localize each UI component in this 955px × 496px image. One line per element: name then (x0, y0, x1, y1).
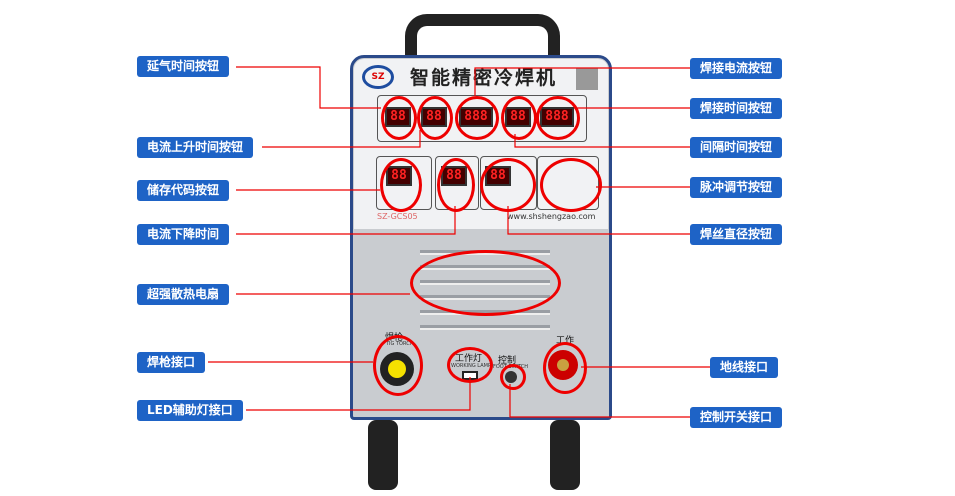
callout-ring (536, 96, 580, 140)
label-weld-time-button: 焊接时间按钮 (690, 98, 783, 119)
label-interval-time-button: 间隔时间按钮 (690, 137, 783, 158)
work-label: 工作 (556, 336, 575, 346)
callout-ring (540, 158, 602, 212)
logo: SZ (362, 65, 394, 89)
label-current-rise-button: 电流上升时间按钮 (137, 137, 254, 158)
callout-ring (543, 342, 587, 394)
label-gas-delay-button: 延气时间按钮 (137, 56, 230, 77)
callout-ring (410, 250, 561, 316)
callout-ring (381, 96, 417, 140)
label-ground-port: 地线接口 (710, 357, 779, 378)
label-torch-port: 焊枪接口 (137, 352, 206, 373)
handle (405, 14, 560, 64)
qr-code (576, 68, 598, 90)
machine-title: 智能精密冷焊机 (410, 67, 558, 89)
label-store-code-button: 储存代码按钮 (137, 180, 230, 201)
callout-ring (417, 96, 453, 140)
label-pulse-button: 脉冲调节按钮 (690, 177, 783, 198)
callout-ring (373, 335, 423, 396)
label-weld-current-button: 焊接电流按钮 (690, 58, 783, 79)
callout-ring (501, 96, 537, 140)
label-led-lamp-port: LED辅助灯接口 (137, 400, 243, 421)
wheel-right (550, 420, 580, 490)
callout-ring (380, 158, 422, 212)
callout-ring (455, 96, 499, 140)
wheel-left (368, 420, 398, 490)
callout-ring (500, 364, 526, 390)
callout-ring (437, 158, 475, 212)
panel-top (377, 95, 587, 142)
model-label: SZ-GCS05 (377, 212, 418, 221)
label-wire-diameter-button: 焊丝直径按钮 (690, 224, 783, 245)
label-current-fall-time: 电流下降时间 (137, 224, 230, 245)
label-cooling-fan: 超强散热电扇 (137, 284, 230, 305)
label-control-switch-port: 控制开关接口 (690, 407, 783, 428)
switch-label: 控制 (498, 356, 517, 366)
website: www.shshengzao.com (507, 212, 596, 221)
